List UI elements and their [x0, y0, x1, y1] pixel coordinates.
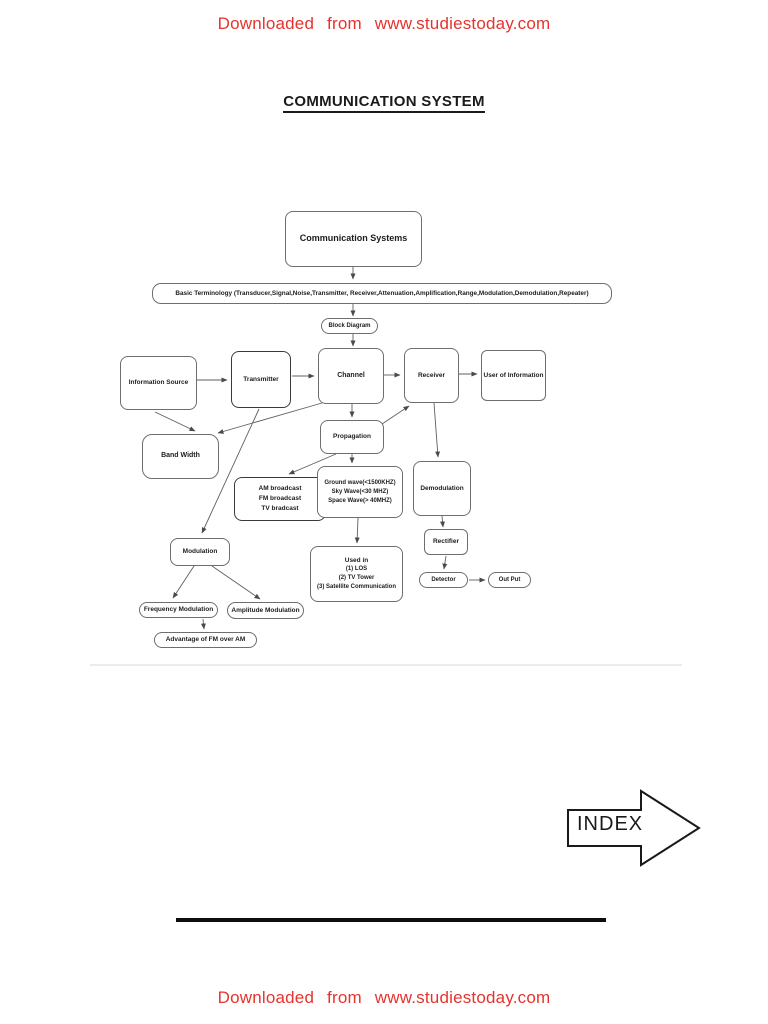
node-out-put-label: Out Put [498, 576, 521, 583]
node-communication-systems: Communication Systems [285, 211, 422, 267]
node-user-of-information: User of Information [481, 350, 546, 401]
node-modulation-label: Modulation [182, 548, 218, 556]
node-broadcast-line1: AM broadcast [258, 485, 302, 493]
node-block-diagram: Block Diagram [321, 318, 378, 334]
node-information-source-label: Information Source [128, 379, 189, 387]
node-advantage-fm-over-am-label: Advantage of FM over AM [165, 636, 246, 644]
node-used-in-line3: (2) TV Tower [338, 575, 375, 582]
node-demodulation: Demodulation [413, 461, 471, 516]
node-out-put: Out Put [488, 572, 531, 588]
node-receiver: Receiver [404, 348, 459, 403]
node-used-in-line1: Used in [344, 556, 369, 564]
node-detector: Detector [419, 572, 468, 588]
node-ground-wave: Ground wave(<1500KHZ) Sky Wave(<30 MHZ) … [317, 466, 403, 518]
node-communication-systems-label: Communication Systems [299, 233, 408, 244]
node-broadcast: AM broadcast FM broadcast TV bradcast [234, 477, 326, 521]
node-propagation: Propagation [320, 420, 384, 454]
node-band-width-label: Band Width [161, 452, 200, 460]
header-watermark: Downloaded from www.studiestoday.com [217, 14, 551, 33]
node-band-width: Band Width [142, 434, 219, 479]
node-used-in: Used in (1) LOS (2) TV Tower (3) Satelli… [310, 546, 403, 602]
footer-watermark: Downloaded from www.studiestoday.com [217, 988, 551, 1007]
node-receiver-label: Receiver [417, 371, 446, 379]
node-detector-label: Detector [431, 576, 456, 583]
node-channel: Channel [318, 348, 384, 404]
node-used-in-line2: (1) LOS [345, 566, 368, 573]
node-broadcast-line3: TV bradcast [261, 504, 299, 512]
node-amplitude-modulation-label: Amplitude Modulation [231, 606, 300, 614]
node-user-of-information-label: User of Information [483, 371, 544, 379]
node-ground-wave-line1: Ground wave(<1500KHZ) [324, 479, 396, 486]
node-basic-terminology-label: Basic Terminology (Transducer,Signal,Noi… [175, 289, 589, 297]
node-basic-terminology: Basic Terminology (Transducer,Signal,Noi… [152, 283, 612, 304]
node-transmitter: Transmitter [231, 351, 291, 408]
section-divider [90, 664, 682, 666]
node-rectifier: Rectifier [424, 529, 468, 555]
node-channel-label: Channel [337, 371, 365, 379]
node-ground-wave-line3: Space Wave(> 40MHZ) [328, 497, 392, 504]
index-link-label[interactable]: INDEX [577, 813, 644, 835]
node-used-in-line4: (3) Satellite Communication [316, 584, 396, 591]
node-frequency-modulation: Frequency Modulation [139, 602, 218, 618]
node-rectifier-label: Rectifier [432, 538, 459, 546]
node-frequency-modulation-label: Frequency Modulation [143, 606, 214, 614]
node-ground-wave-line2: Sky Wave(<30 MHZ) [331, 488, 389, 495]
node-block-diagram-label: Block Diagram [328, 322, 371, 329]
node-transmitter-label: Transmitter [243, 375, 279, 383]
node-broadcast-line2: FM broadcast [258, 495, 302, 503]
node-information-source: Information Source [120, 356, 197, 410]
node-demodulation-label: Demodulation [420, 484, 464, 492]
node-amplitude-modulation: Amplitude Modulation [227, 602, 304, 619]
node-modulation: Modulation [170, 538, 230, 566]
page-title-wrap: COMMUNICATION SYSTEM [0, 93, 768, 113]
footer-rule [176, 918, 606, 922]
node-advantage-fm-over-am: Advantage of FM over AM [154, 632, 257, 648]
node-propagation-label: Propagation [333, 433, 371, 441]
page-title: COMMUNICATION SYSTEM [283, 93, 485, 113]
